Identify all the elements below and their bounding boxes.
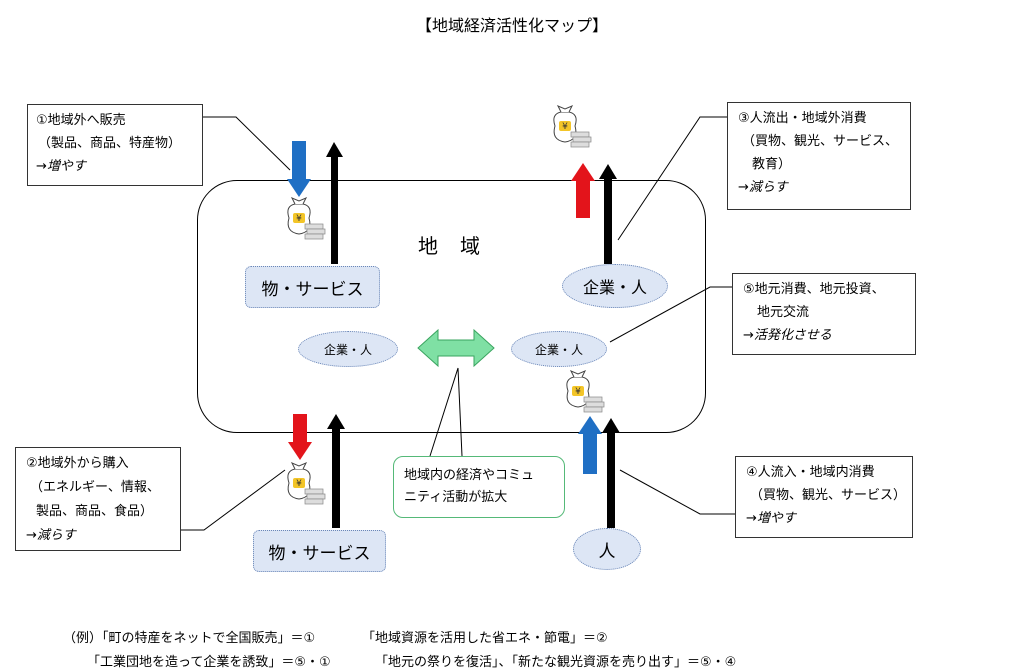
red-up-arrow-outflow — [571, 163, 595, 218]
example-1: （例）「町の特産をネットで全国販売」＝① — [63, 631, 316, 646]
callout-buy-outside: ②地域外から購入 （エネルギー、情報、 製品、商品、食品） →減らす — [15, 447, 181, 551]
money-bag-icon — [553, 105, 592, 148]
callout-line: →減らす — [738, 180, 788, 195]
callout-line: →増やす — [746, 511, 796, 526]
callout-line: ④人流入・地域内消費 — [746, 465, 875, 480]
company-person-left: 企業・人 — [298, 331, 398, 367]
callout-line: （買物、観光、サービス） — [750, 488, 907, 503]
goods-services-bottom: 物・サービス — [253, 530, 386, 572]
region-label: 地域 — [418, 234, 502, 258]
note-line: ニティ活動が拡大 — [404, 490, 508, 505]
example-4: 「地元の祭りを復活」、「新たな観光資源を売り出す」＝⑤・④ — [375, 655, 737, 670]
note-line: 地域内の経済やコミュ — [404, 468, 535, 483]
callout-connector — [181, 469, 286, 531]
black-up-arrow-goods-bottom — [327, 414, 345, 528]
callout-connector — [619, 469, 735, 515]
green-double-arrow — [417, 328, 495, 368]
callout-people-inflow: ④人流入・地域内消費 （買物、観光、サービス） →増やす — [735, 456, 913, 538]
callout-line: （製品、商品、特産物） — [38, 136, 182, 151]
blue-up-arrow-inflow — [578, 416, 602, 474]
money-bag-icon — [566, 370, 605, 413]
callout-line: →減らす — [26, 528, 76, 543]
money-bag-icon — [287, 197, 326, 240]
money-bag-icon — [287, 462, 326, 505]
black-up-arrow-goods-top — [326, 142, 343, 264]
example-2: 「地域資源を活用した省エネ・節電」＝② — [362, 631, 608, 646]
callout-connector — [617, 116, 727, 241]
callout-line: ①地域外へ販売 — [36, 113, 126, 128]
callout-connector — [203, 116, 291, 171]
callout-line: →増やす — [36, 159, 86, 174]
company-person-right: 企業・人 — [511, 331, 607, 367]
black-up-arrow-person — [602, 418, 620, 528]
person-oval: 人 — [573, 528, 641, 570]
map-title: 【地域経済活性化マップ】 — [415, 16, 608, 35]
callout-local-activity: ⑤地元消費、地元投資、 地元交流 →活発化させる — [732, 273, 916, 355]
blue-down-arrow-sell — [287, 141, 311, 197]
black-up-arrow-company-top — [599, 164, 617, 264]
company-person-top: 企業・人 — [562, 264, 668, 308]
red-down-arrow-buy — [288, 414, 312, 460]
callout-sell-outside: ①地域外へ販売 （製品、商品、特産物） →増やす — [27, 104, 203, 186]
callout-line: （買物、観光、サービス、 — [742, 134, 899, 149]
callout-line: （エネルギー、情報、 — [30, 480, 160, 495]
callout-connector — [609, 286, 732, 343]
callout-line: →活発化させる — [743, 328, 832, 343]
callout-line: ③人流出・地域外消費 — [738, 111, 867, 126]
callout-line: 教育） — [752, 157, 792, 172]
callout-connector — [429, 367, 463, 457]
local-activity-note: 地域内の経済やコミュ ニティ活動が拡大 — [393, 456, 565, 518]
callout-line: ⑤地元消費、地元投資、 — [743, 282, 885, 297]
goods-services-top: 物・サービス — [245, 266, 380, 308]
callout-line: 製品、商品、食品） — [36, 504, 154, 519]
example-3: 「工業団地を造って企業を誘致」＝⑤・① — [87, 655, 331, 670]
callout-line: ②地域外から購入 — [26, 456, 129, 471]
callout-line: 地元交流 — [757, 305, 810, 320]
region-boundary — [197, 180, 706, 433]
callout-people-outflow: ③人流出・地域外消費 （買物、観光、サービス、 教育） →減らす — [727, 102, 911, 210]
